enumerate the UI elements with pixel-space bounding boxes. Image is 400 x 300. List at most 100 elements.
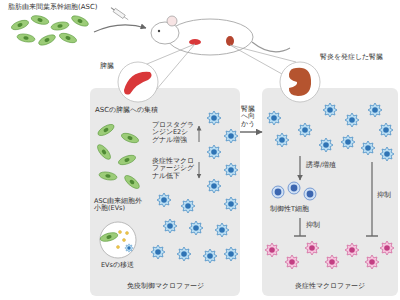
syringe-plunger [111, 8, 114, 10]
treg-cell [272, 186, 284, 198]
process-label: 抑制 [377, 192, 391, 199]
zoom-line [156, 44, 195, 90]
process-label: EVsの移送 [101, 262, 134, 269]
macrophage-cell [345, 113, 359, 127]
asc-cell [30, 14, 49, 26]
macrophage-cell [298, 123, 312, 137]
asc-cell [98, 171, 117, 182]
inflammatory-macrophage [380, 241, 394, 255]
macrophage-cell [380, 147, 394, 161]
asc-cell [50, 21, 69, 32]
asc-cell [120, 131, 140, 144]
label-holder: プロスタグランジンE2シグナル増強 [152, 122, 194, 144]
macrophage-cell [189, 221, 203, 235]
panel-heading: ASCの脾臓への集積 [95, 106, 158, 114]
asc-cell [58, 31, 78, 44]
macrophage-cell [181, 199, 195, 213]
ev-dot [126, 232, 129, 235]
asc-cell [99, 231, 118, 243]
process-label: 誘導/増殖 [306, 162, 336, 169]
inhibit-bar [366, 235, 378, 236]
inflammatory-macrophage [325, 255, 339, 269]
asc-cell [70, 14, 90, 28]
macrophage-cell [207, 145, 221, 159]
macrophage-cell [379, 123, 393, 137]
panel-ground [90, 88, 240, 296]
syringe-needle [124, 17, 128, 20]
asc-cell [10, 18, 30, 31]
mouse-eye [158, 30, 160, 32]
organ-label: 腎炎を発症した腎臓 [320, 54, 383, 61]
macrophage-cell [275, 133, 289, 147]
spleen-zoom [118, 62, 158, 102]
macrophage-cell [207, 179, 221, 193]
signal-label: プロスタグランジンE2シグナル増強 [152, 122, 194, 144]
label-holder: 腎炎を発症した腎臓 [320, 54, 383, 61]
ev-zoom [100, 222, 136, 258]
macrophage-cell [203, 249, 217, 263]
cell-label: 制御性T細胞 [270, 206, 309, 213]
asc-cell [123, 173, 142, 190]
label-holder: ASC由来細胞外小胞(EVs) [94, 198, 144, 213]
label-holder: EVsの移送 [101, 262, 134, 269]
inflammatory-macrophage [305, 241, 319, 255]
kidney-zoom [280, 62, 320, 102]
macrophage-cell [207, 111, 221, 125]
macrophage-cell [151, 245, 165, 259]
label-holder: 炎症性マクロファージシグナル低下 [152, 158, 194, 180]
macrophage-cell [224, 197, 238, 211]
signal-label: 炎症性マクロファージシグナル低下 [152, 158, 194, 180]
zoom-line [230, 45, 282, 74]
macrophage-cell [323, 103, 337, 117]
inhibit-line [371, 162, 372, 236]
mouse-figure [151, 16, 290, 55]
kidney-spot [226, 36, 234, 46]
mouse-ear [167, 16, 177, 26]
macrophage-cell [267, 111, 281, 125]
induction-arrow [299, 156, 300, 180]
asc-cell [16, 33, 35, 44]
label-holder: 抑制 [377, 192, 391, 199]
inflammatory-macrophage [365, 255, 379, 269]
macrophage-cell [215, 223, 229, 237]
kidney-organ [289, 68, 311, 96]
treg-cell [304, 188, 316, 200]
macrophage-cell [224, 163, 238, 177]
treg-cell [288, 182, 300, 194]
ev-dot [123, 239, 126, 242]
ev-dot [119, 231, 122, 234]
macrophage-cell [341, 135, 355, 149]
panel-ground [262, 88, 398, 296]
macrophage-cell [177, 247, 191, 261]
macrophage-cell [319, 138, 333, 152]
inhibit-line [299, 218, 300, 236]
label-holder: 脂肪由来間葉系幹細胞(ASC) [8, 3, 98, 11]
asc-cell [96, 122, 115, 138]
injection-arrow [94, 25, 146, 32]
asc-cell [95, 143, 112, 162]
macrophage-cell [125, 244, 133, 252]
label-holder: 抑制 [306, 222, 320, 229]
mouse-tail [252, 42, 290, 52]
panel-caption: 炎症性マクロファージ [295, 282, 365, 290]
macrophage-cell [157, 193, 171, 207]
zoom-line [230, 45, 296, 62]
panel-caption: 免疫制御マクロファージ [127, 282, 204, 290]
cell-label: ASC由来細胞外小胞(EVs) [94, 198, 144, 213]
syringe-barrel [113, 8, 125, 18]
macrophage-cell [361, 141, 375, 155]
syringe-icon [110, 6, 129, 21]
macrophage-cell [368, 103, 382, 117]
increase-arrow [199, 126, 200, 142]
label-holder: 誘導/増殖 [306, 162, 336, 169]
edge-label: 腎臓へ向かう [241, 106, 261, 128]
macrophage-cell [163, 219, 177, 233]
inhibit-bar [294, 235, 306, 236]
decrease-arrow [199, 162, 200, 178]
organ-label: 脾臓 [100, 63, 114, 70]
process-label: 抑制 [306, 222, 320, 229]
inflammatory-macrophage [265, 243, 279, 257]
spleen-organ [124, 72, 152, 95]
